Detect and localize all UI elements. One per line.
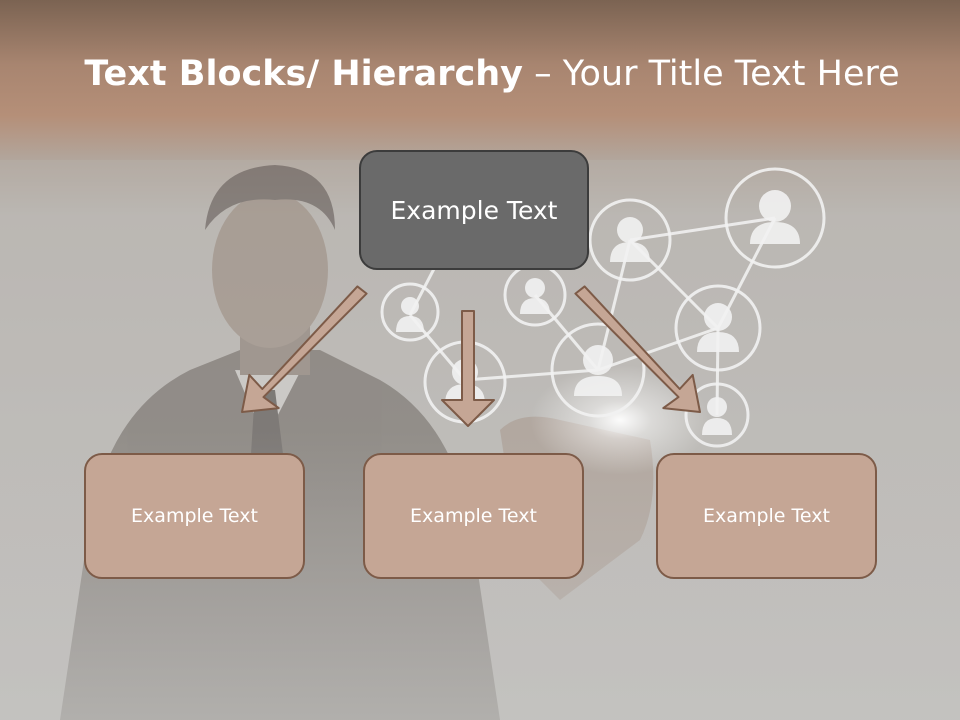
arrow-right bbox=[574, 285, 701, 413]
child-box-label: Example Text bbox=[703, 505, 830, 527]
person-node-icon bbox=[550, 322, 646, 418]
arrow-left bbox=[241, 285, 368, 413]
title-dash: – bbox=[522, 54, 563, 94]
arrow-center bbox=[441, 310, 495, 427]
top-example-box: Example Text bbox=[359, 150, 589, 270]
person-node-icon bbox=[724, 167, 826, 269]
person-node-icon bbox=[380, 282, 440, 342]
child-box-right: Example Text bbox=[656, 453, 877, 579]
title-bold: Text Blocks/ Hierarchy bbox=[84, 54, 523, 94]
child-box-left: Example Text bbox=[84, 453, 305, 579]
slide-title: Text Blocks/ Hierarchy – Your Title Text… bbox=[0, 54, 960, 94]
top-box-label: Example Text bbox=[390, 195, 558, 225]
child-box-label: Example Text bbox=[131, 505, 258, 527]
child-box-center: Example Text bbox=[363, 453, 584, 579]
person-node-icon bbox=[674, 284, 762, 372]
person-node-icon bbox=[588, 198, 672, 282]
title-rest: Your Title Text Here bbox=[562, 54, 900, 94]
child-box-label: Example Text bbox=[410, 505, 537, 527]
